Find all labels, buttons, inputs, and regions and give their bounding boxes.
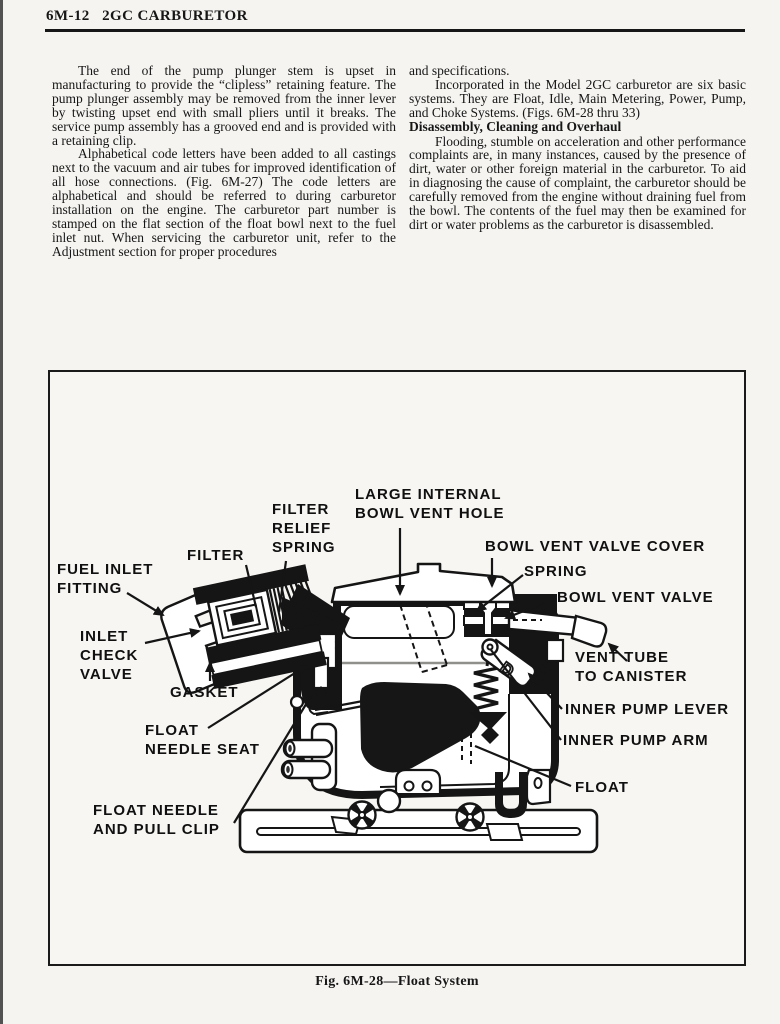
label-filter: FILTER [187,547,245,564]
label-inner-pump-lever: INNER PUMP LEVER [565,701,730,718]
label-vent-tube-to-canister: VENT TUBE TO CANISTER [575,649,688,685]
left-column: The end of the pump plunger stem is upse… [52,64,396,259]
label-inlet-check-valve: INLET CHECK VALVE [80,628,139,683]
section-heading: Disassembly, Cleaning and Overhaul [409,118,622,134]
float-tip-dashed [461,724,472,764]
label-bowl-vent-valve-cover: BOWL VENT VALVE COVER [485,538,706,555]
carburetor-diagram: D [126,528,628,854]
label-float-needle-and-pull-clip: FLOAT NEEDLE AND PULL CLIP [93,802,220,838]
leader-lines [126,528,628,824]
throttle-screw-wheel [455,802,485,832]
label-bowl-vent-valve: BOWL VENT VALVE [557,589,714,606]
label-float-needle-seat: FLOAT NEEDLE SEAT [145,722,260,758]
throttle-screw-wheel [347,800,377,830]
paragraph: Alphabetical code letters have been adde… [52,146,396,259]
figure-frame: D [48,370,746,966]
header-rule [45,29,745,32]
paragraph: Flooding, stumble on acceleration and ot… [409,133,746,232]
scan-edge [0,0,3,1024]
label-filter-relief-spring: FILTER RELIEF SPRING [272,501,336,556]
air-horn-lid [330,562,517,604]
right-column: and specifications. Incorporated in the … [409,64,746,232]
paragraph: Incorporated in the Model 2GC carburetor… [409,76,746,120]
label-float: FLOAT [575,779,629,796]
label-spring: SPRING [524,563,588,580]
label-large-internal-bowl-vent-hole: LARGE INTERNAL BOWL VENT HOLE [355,486,505,522]
float-shape [360,682,481,773]
figure-caption: Fig. 6M-28—Float System [315,974,479,989]
paragraph-continuation: and specifications. [409,63,510,78]
page-header: 6M-12 2GC CARBURETOR [46,8,248,24]
label-fuel-inlet-fitting: FUEL INLET FITTING [57,561,154,597]
label-gasket: GASKET [170,684,239,701]
base-castings [238,722,599,854]
label-inner-pump-arm: INNER PUMP ARM [563,732,709,749]
paragraph: The end of the pump plunger stem is upse… [52,63,396,148]
